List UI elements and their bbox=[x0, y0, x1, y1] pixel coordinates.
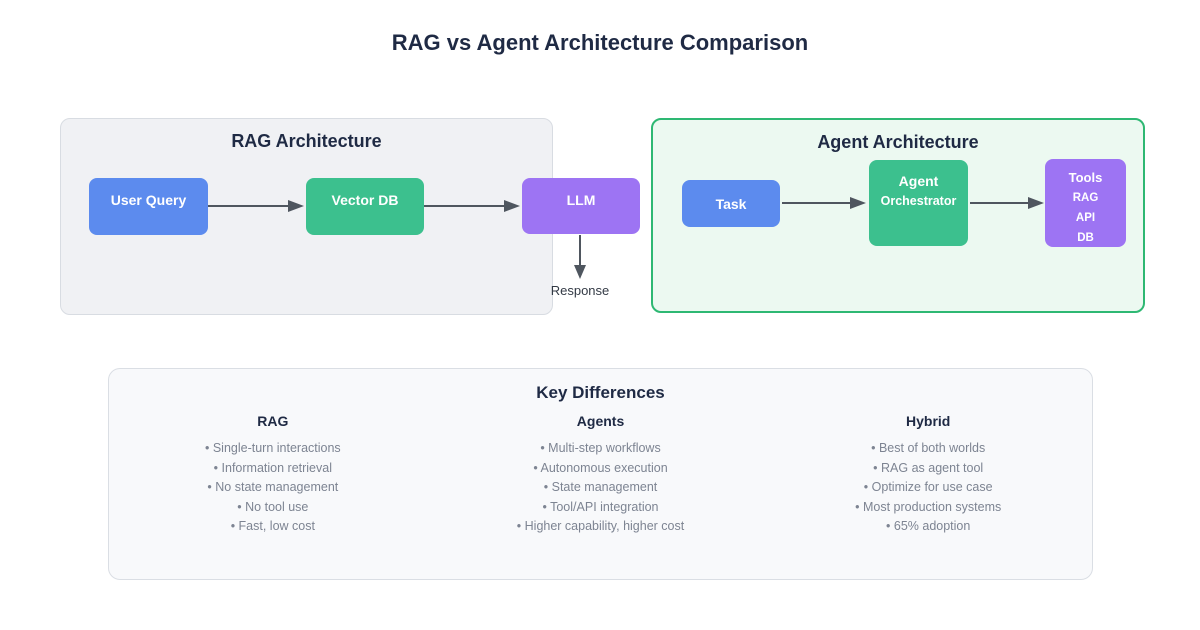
list-item: Higher capability, higher cost bbox=[437, 517, 765, 537]
list-item: No tool use bbox=[109, 498, 437, 518]
key-differences-title: Key Differences bbox=[536, 383, 665, 402]
list-item: RAG as agent tool bbox=[764, 459, 1092, 479]
vector-db-node: Vector DB bbox=[306, 178, 424, 235]
key-column-rag-heading: RAG bbox=[257, 413, 289, 429]
key-column-agents: Agents Multi-step workflows Autonomous e… bbox=[437, 413, 765, 537]
key-column-agents-heading: Agents bbox=[576, 413, 625, 429]
tools-item-api: API bbox=[1075, 212, 1096, 224]
arrow-vector-db-to-llm-icon bbox=[424, 200, 520, 212]
key-differences-columns: RAG Single-turn interactions Information… bbox=[109, 413, 1092, 537]
llm-node: LLM bbox=[522, 178, 640, 234]
list-item: State management bbox=[437, 478, 765, 498]
list-item: Most production systems bbox=[764, 498, 1092, 518]
list-item: No state management bbox=[109, 478, 437, 498]
task-node: Task bbox=[682, 180, 780, 227]
list-item: Information retrieval bbox=[109, 459, 437, 479]
key-differences-panel: Key Differences RAG Single-turn interact… bbox=[108, 368, 1093, 580]
list-item: Tool/API integration bbox=[437, 498, 765, 518]
response-label: Response bbox=[550, 283, 610, 298]
agent-architecture-panel: Agent Architecture Task Agent Orchestrat… bbox=[651, 118, 1145, 313]
arrow-user-query-to-vector-db-icon bbox=[208, 200, 304, 212]
list-item: Single-turn interactions bbox=[109, 439, 437, 459]
user-query-node: User Query bbox=[89, 178, 208, 235]
tools-node: Tools RAG API DB bbox=[1045, 159, 1126, 247]
agent-orchestrator-line1: Agent bbox=[898, 173, 939, 189]
key-column-hybrid: Hybrid Best of both worlds RAG as agent … bbox=[764, 413, 1092, 537]
key-column-hybrid-heading: Hybrid bbox=[906, 413, 951, 429]
list-item: Optimize for use case bbox=[764, 478, 1092, 498]
arrow-task-to-orchestrator-icon bbox=[782, 197, 866, 209]
rag-architecture-panel: RAG Architecture User Query Vector DB bbox=[60, 118, 553, 315]
agent-panel-title: Agent Architecture bbox=[817, 132, 979, 152]
list-item: Fast, low cost bbox=[109, 517, 437, 537]
agent-orchestrator-node: Agent Orchestrator bbox=[869, 160, 968, 246]
tools-item-db: DB bbox=[1077, 232, 1094, 244]
key-column-rag: RAG Single-turn interactions Information… bbox=[109, 413, 437, 537]
page-title: RAG vs Agent Architecture Comparison bbox=[391, 30, 809, 55]
arrow-orchestrator-to-tools-icon bbox=[970, 197, 1044, 209]
tools-node-title: Tools bbox=[1068, 170, 1103, 185]
arrow-llm-to-response-icon bbox=[574, 235, 586, 279]
tools-item-rag: RAG bbox=[1072, 192, 1099, 204]
list-item: 65% adoption bbox=[764, 517, 1092, 537]
list-item: Autonomous execution bbox=[437, 459, 765, 479]
agent-orchestrator-line2: Orchestrator bbox=[880, 194, 957, 208]
rag-panel-title: RAG Architecture bbox=[231, 131, 382, 151]
list-item: Best of both worlds bbox=[764, 439, 1092, 459]
list-item: Multi-step workflows bbox=[437, 439, 765, 459]
